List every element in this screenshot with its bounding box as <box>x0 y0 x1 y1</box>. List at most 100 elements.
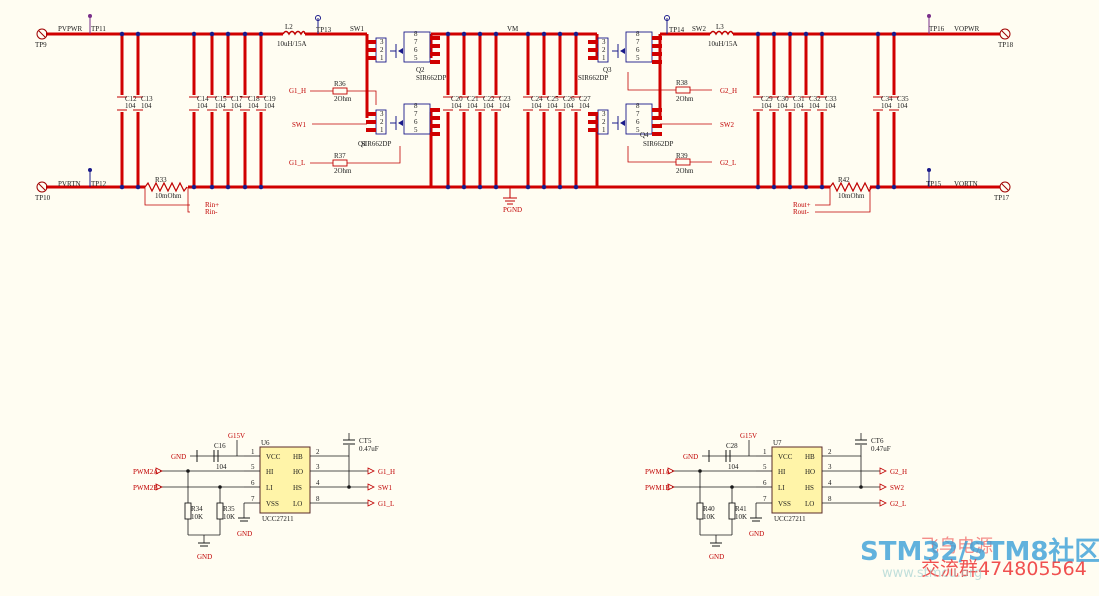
driver-pin-label: HO <box>293 468 303 476</box>
pin: 7 <box>636 110 640 118</box>
capacitor-ref: C30 <box>777 95 789 103</box>
resistor-value: 10K <box>191 513 203 521</box>
pin-num: 2 <box>316 448 320 456</box>
svg-text:TP11: TP11 <box>91 25 106 33</box>
supply-label: G15V <box>228 432 245 440</box>
resistor-ref: R40 <box>703 505 715 513</box>
gnd-label: GND <box>683 453 698 461</box>
capacitor-value: 104 <box>547 102 558 110</box>
capacitor-value: 104 <box>897 102 908 110</box>
capacitor-value: 104 <box>197 102 208 110</box>
svg-text:2Ohm: 2Ohm <box>334 167 352 175</box>
g1l-net: G1_L <box>289 159 305 167</box>
capacitor-ref: C19 <box>264 95 276 103</box>
rout-minus-net: Rout- <box>793 208 810 216</box>
tp15: TP15 <box>926 168 942 188</box>
pin-num: 2 <box>828 448 832 456</box>
driver-pin-label: HS <box>293 484 302 492</box>
l3-value: 10uH/15A <box>708 40 738 48</box>
pin: 1 <box>380 126 384 134</box>
pin: 2 <box>380 118 384 126</box>
pin: 8 <box>414 102 418 110</box>
resistor-ref: R41 <box>735 505 747 513</box>
g1h-net: G1_H <box>289 87 306 95</box>
driver-output-net: G2_H <box>890 468 907 476</box>
driver-pin-label: HB <box>805 453 815 461</box>
capacitor-value: 104 <box>141 102 152 110</box>
resistor-value: 10K <box>735 513 747 521</box>
svg-text:TP9: TP9 <box>35 41 47 49</box>
driver-pin-label: LI <box>266 484 273 492</box>
pin-num: 8 <box>316 495 320 503</box>
capacitor-value: 104 <box>579 102 590 110</box>
pin: 2 <box>602 118 606 126</box>
driver-output-net: G1_L <box>378 500 394 508</box>
boot-ref: CT5 <box>359 437 372 445</box>
gate-r36: R36 2Ohm G1_H <box>289 80 377 105</box>
mosfet-ref: Q3 <box>603 66 612 74</box>
l2-value: 10uH/15A <box>277 40 307 48</box>
mosfet-ref: Q4 <box>640 131 649 139</box>
pin: 3 <box>602 110 606 118</box>
pvrtn-label: PVRTN <box>58 180 81 188</box>
pin: 5 <box>636 54 640 62</box>
capacitor-value: 104 <box>563 102 574 110</box>
sw1-label: SW1 <box>350 25 365 33</box>
driver-output-net: SW2 <box>890 484 905 492</box>
pin-num: 8 <box>828 495 832 503</box>
pin-num: 5 <box>763 463 767 471</box>
svg-text:TP12: TP12 <box>91 180 107 188</box>
driver-output-net: SW1 <box>378 484 393 492</box>
mosfet-part: SIR662DP <box>361 140 391 148</box>
driver-pin-label: VSS <box>266 500 279 508</box>
driver-part: UCC27211 <box>262 515 294 523</box>
pin: 8 <box>636 102 640 110</box>
pin-num: 1 <box>251 448 255 456</box>
svg-text:TP14: TP14 <box>669 26 685 34</box>
testpoints: TP9 TP10 TP18 TP17 TP11 TP12 <box>35 14 1014 202</box>
capacitor-value: 104 <box>264 102 275 110</box>
capacitor-ref: C12 <box>125 95 137 103</box>
capacitor-value: 104 <box>777 102 788 110</box>
capacitor-value: 104 <box>483 102 494 110</box>
driver-pin-label: LO <box>805 500 814 508</box>
capacitor-value: 104 <box>809 102 820 110</box>
svg-text:R36: R36 <box>334 80 346 88</box>
driver-pin-label: LO <box>293 500 302 508</box>
pin: 5 <box>414 54 418 62</box>
driver-output-net: G2_L <box>890 500 906 508</box>
driver-pin-label: HO <box>805 468 815 476</box>
pin: 7 <box>636 38 640 46</box>
pin: 3 <box>380 110 384 118</box>
mosfet-part: SIR662DP <box>578 74 608 82</box>
shunt-r42: R42 10mOhm Rout+ Rout- <box>793 176 873 216</box>
resistor-value: 10K <box>223 513 235 521</box>
cap-ref: C16 <box>214 442 226 450</box>
capacitor-value: 104 <box>467 102 478 110</box>
capacitor-ref: C13 <box>141 95 153 103</box>
pin-num: 6 <box>251 479 255 487</box>
tp13: TP13 <box>315 15 332 34</box>
capacitor-value: 104 <box>531 102 542 110</box>
pin: 6 <box>414 46 418 54</box>
sw2-label: SW2 <box>692 25 707 33</box>
l3-ref: L3 <box>716 23 724 31</box>
tp10: TP10 <box>35 181 51 202</box>
mosfet-group: 3218765Q1SIR662DP3218765Q2SIR662DP321876… <box>358 30 673 148</box>
gnd-label: GND <box>709 553 724 561</box>
pin: 5 <box>414 126 418 134</box>
pin-num: 3 <box>316 463 320 471</box>
vopwr-label: VOPWR <box>954 25 980 33</box>
capacitor-ref: C32 <box>809 95 821 103</box>
